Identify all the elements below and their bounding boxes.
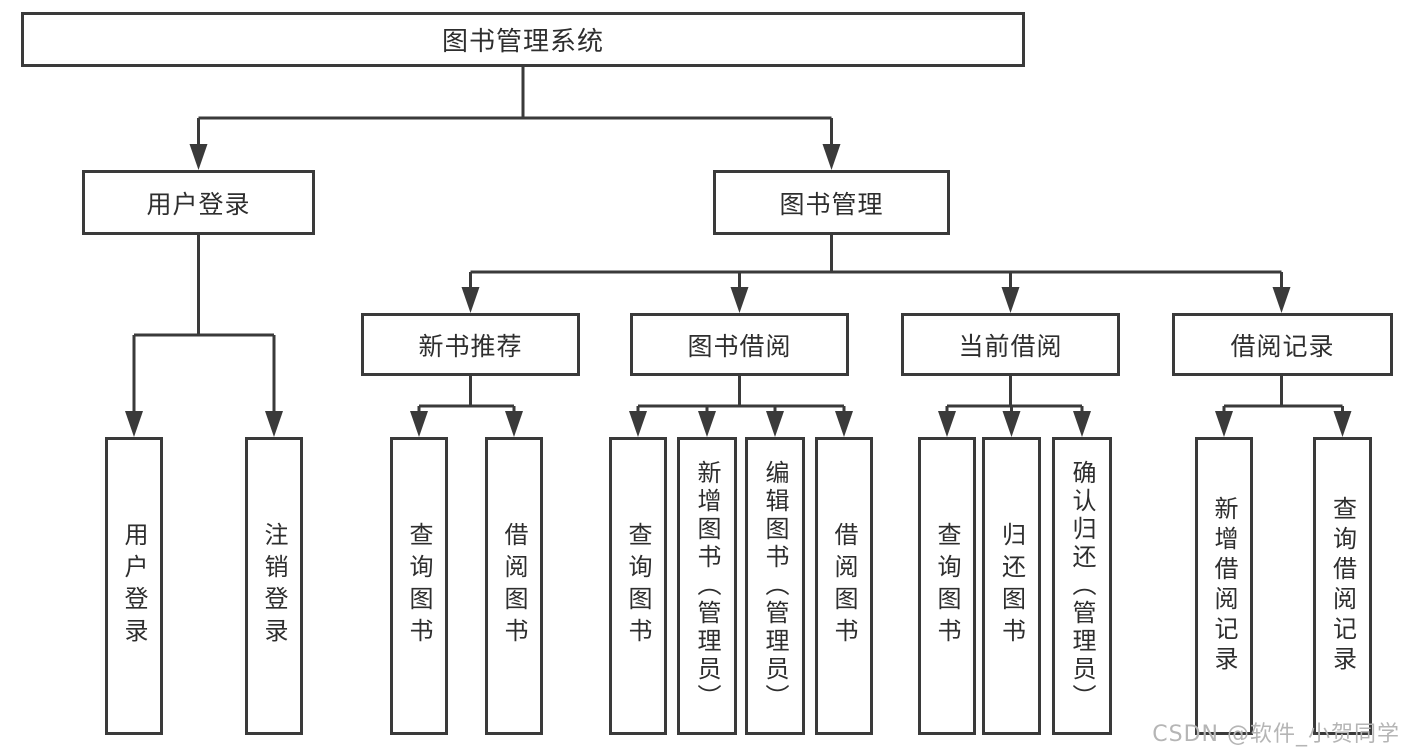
connector-new-book-split <box>417 376 516 413</box>
csdn-watermark: CSDN @软件_小贺同学 <box>1152 722 1400 747</box>
leaf-query-books-2: 查询图书 <box>609 437 667 735</box>
leaf-add-borrow-record: 新增借阅记录 <box>1195 437 1253 735</box>
leaf-query-borrow-record: 查询借阅记录 <box>1313 437 1372 735</box>
leaf-return-books: 归还图书 <box>982 437 1041 735</box>
arrowheads <box>125 144 1352 437</box>
leaf-logout: 注销登录 <box>245 437 303 735</box>
node-user-login: 用户登录 <box>82 170 315 235</box>
leaf-add-books-admin: 新增图书（管理员） <box>677 437 737 735</box>
connector-book-management-split <box>469 235 1283 289</box>
node-new-book-recommend: 新书推荐 <box>361 313 580 376</box>
node-borrow-records: 借阅记录 <box>1172 313 1393 376</box>
leaf-query-books-1: 查询图书 <box>390 437 448 735</box>
leaf-borrow-books-2: 借阅图书 <box>815 437 873 735</box>
node-book-management: 图书管理 <box>713 170 950 235</box>
leaf-query-books-3: 查询图书 <box>918 437 976 735</box>
node-book-borrow: 图书借阅 <box>630 313 849 376</box>
node-current-borrow: 当前借阅 <box>901 313 1120 376</box>
connector-user-login-split <box>132 235 276 413</box>
node-library-management-system: 图书管理系统 <box>21 12 1025 67</box>
connector-book-borrow-split <box>636 376 846 413</box>
leaf-borrow-books-1: 借阅图书 <box>485 437 543 735</box>
leaf-confirm-return-admin: 确认归还（管理员） <box>1052 437 1112 735</box>
connector-current-borrow-split <box>945 376 1084 413</box>
leaf-user-login: 用户登录 <box>105 437 163 735</box>
connector-borrow-records-split <box>1222 376 1344 413</box>
leaf-edit-books-admin: 编辑图书（管理员） <box>745 437 805 735</box>
connector-root-split <box>197 67 833 146</box>
